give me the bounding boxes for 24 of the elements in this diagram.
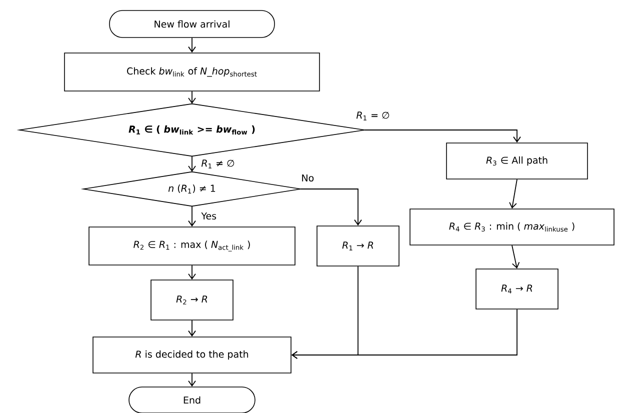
terminal-box: New flow arrival [109,10,275,38]
arrow [512,244,520,269]
arrow [188,372,196,387]
arrow [188,90,196,104]
process-box: R$_{1}$ → R [316,226,400,266]
arrow [188,264,196,280]
arrow [300,188,362,226]
terminal-box: End [128,386,256,413]
arrow [188,37,196,53]
edge-label: Yes [200,211,218,221]
process-box: R$_{4}$ → R [476,268,558,310]
arrow [188,206,196,227]
arrow [291,308,518,359]
process-box: R$_{3}$ ∈ All path [446,142,588,180]
process-box: R$_{2}$ ∈ R$_{1}$ : max ( N$_{act_link}$ ) [88,226,296,266]
arrow [188,156,196,172]
arrow [188,320,196,337]
arrow [364,130,521,143]
edge-label: R$_{1}$ ≠ ∅ [200,158,236,170]
process-box: R is decided to the path [92,336,292,374]
arrow [509,178,518,209]
process-box: Check bw$_{link}$ of N_hop$_{shortest}$ [64,52,320,92]
process-box: R$_{4}$ ∈ R$_{3}$ : min ( max$_{linkuse}$ ) [410,208,614,246]
process-box: R$_{2}$ → R [150,280,234,320]
